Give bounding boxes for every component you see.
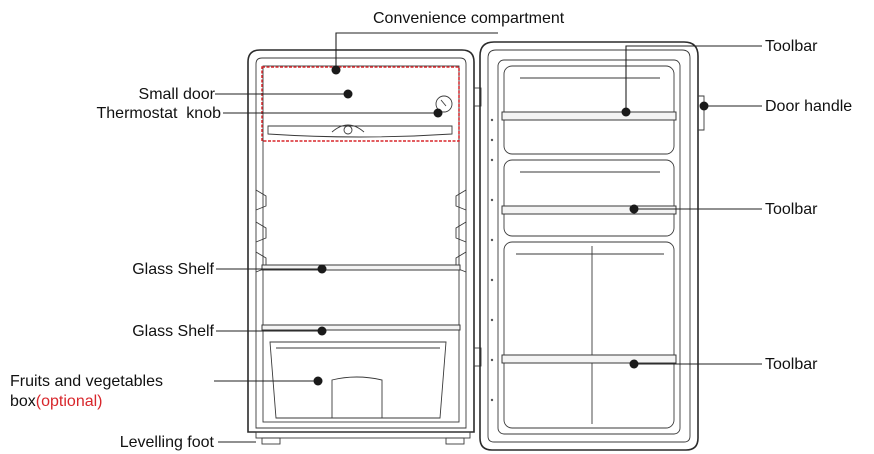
label-fruits-box-line2: box(optional) xyxy=(10,393,103,410)
callout-glass-shelf-2 xyxy=(216,326,327,336)
callout-toolbar-1 xyxy=(621,45,762,117)
label-door-handle: Door handle xyxy=(765,98,852,115)
toolbar-middle xyxy=(501,205,677,215)
label-convenience-compartment: Convenience compartment xyxy=(373,10,565,27)
label-thermostat-knob: Thermostat knob xyxy=(97,105,222,122)
label-toolbar-1: Toolbar xyxy=(765,38,818,55)
thermostat-knob-shape xyxy=(435,95,453,113)
label-toolbar-2: Toolbar xyxy=(765,201,818,218)
glass-shelf-lower xyxy=(261,324,461,331)
label-small-door: Small door xyxy=(139,86,216,103)
fridge-cabinet xyxy=(247,49,475,433)
convenience-compartment-outline xyxy=(261,66,460,142)
callout-convenience xyxy=(331,32,498,75)
fridge-door xyxy=(479,41,699,451)
callout-fruits-box xyxy=(214,376,323,386)
callout-toolbar-2 xyxy=(629,204,762,214)
hinge-top xyxy=(473,87,482,107)
small-door xyxy=(267,124,453,138)
callout-glass-shelf-1 xyxy=(216,264,327,274)
label-fruits-box-optional: (optional) xyxy=(36,393,103,410)
callout-thermostat xyxy=(223,108,443,118)
door-handle-shape xyxy=(698,95,705,131)
hinge-bottom xyxy=(473,347,482,367)
crisper-box xyxy=(269,341,447,419)
callout-door-handle xyxy=(699,101,762,111)
door-hinge-dots xyxy=(490,118,494,402)
glass-shelf-upper xyxy=(261,264,461,271)
label-glass-shelf-1: Glass Shelf xyxy=(132,261,214,278)
label-levelling-foot: Levelling foot xyxy=(120,434,215,451)
toolbar-upper xyxy=(501,111,677,121)
label-toolbar-3: Toolbar xyxy=(765,356,818,373)
label-glass-shelf-2: Glass Shelf xyxy=(132,323,214,340)
callout-toolbar-3 xyxy=(629,359,762,369)
label-fruits-box-word: box xyxy=(10,393,36,410)
callout-small-door xyxy=(215,89,353,99)
label-fruits-box-line1: Fruits and vegetables xyxy=(10,373,163,390)
levelling-base xyxy=(255,431,471,445)
toolbar-lower xyxy=(501,354,677,364)
